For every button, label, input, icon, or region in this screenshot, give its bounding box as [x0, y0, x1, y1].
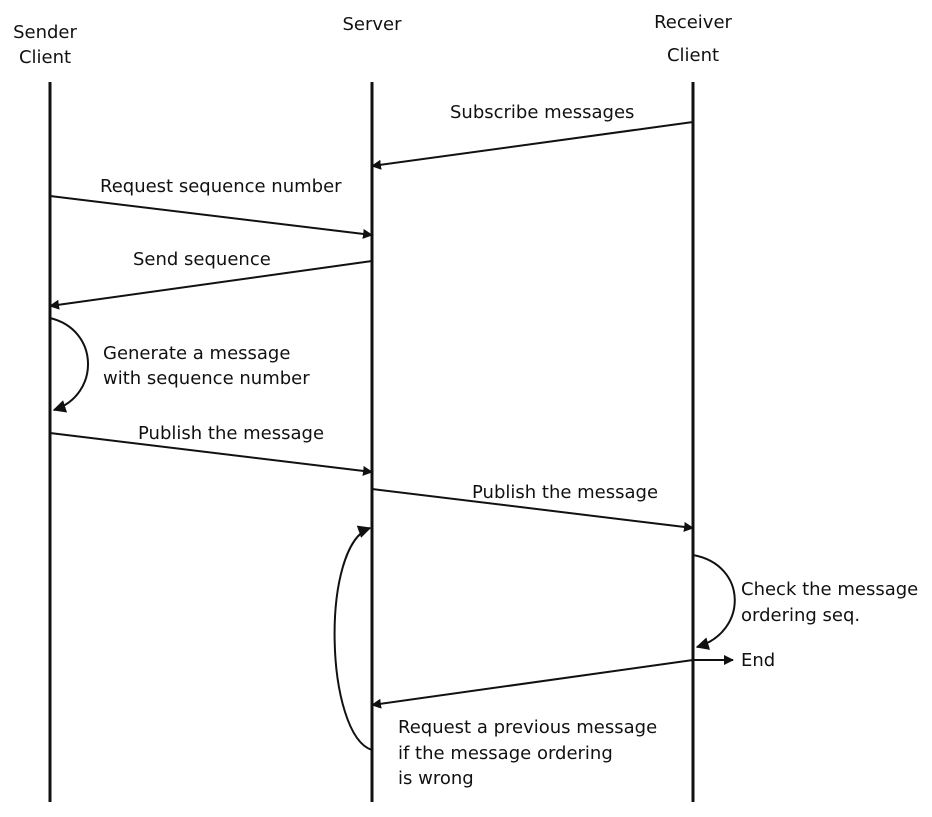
publish-to-receiver-label: Publish the message — [472, 482, 658, 503]
receiver-client-label-line1: Receiver — [654, 12, 732, 33]
request-previous-label-line3: is wrong — [398, 768, 474, 789]
send-sequence-label: Send sequence — [133, 249, 271, 270]
generate-label-line2: with sequence number — [103, 368, 310, 389]
sender-client-label-line1: Sender — [13, 22, 77, 43]
check-label-line2: ordering seq. — [741, 605, 860, 626]
check-label-line1: Check the message — [741, 579, 918, 600]
end-label: End — [741, 650, 775, 671]
request-previous-arrow — [371, 659, 694, 709]
publish-to-receiver-arrow — [371, 488, 694, 532]
generate-label-line1: Generate a message — [103, 343, 290, 364]
request-sequence-label: Request sequence number — [100, 176, 342, 197]
subscribe-label: Subscribe messages — [450, 102, 634, 123]
publish-to-server-arrow — [49, 432, 373, 476]
request-sequence-arrow — [49, 195, 373, 239]
request-previous-label-line2: if the message ordering — [398, 743, 613, 764]
check-self-loop-arrow — [692, 554, 736, 650]
generate-self-loop-arrow — [49, 317, 89, 413]
request-previous-label-line1: Request a previous message — [398, 717, 657, 738]
receiver-client-label-line2: Client — [667, 45, 719, 66]
subscribe-arrow — [371, 121, 694, 170]
server-label: Server — [342, 14, 402, 35]
publish-to-server-label: Publish the message — [138, 423, 324, 444]
sender-client-label-line2: Client — [19, 47, 71, 68]
send-sequence-arrow — [49, 260, 373, 310]
server-retry-loop-arrow — [333, 525, 373, 751]
